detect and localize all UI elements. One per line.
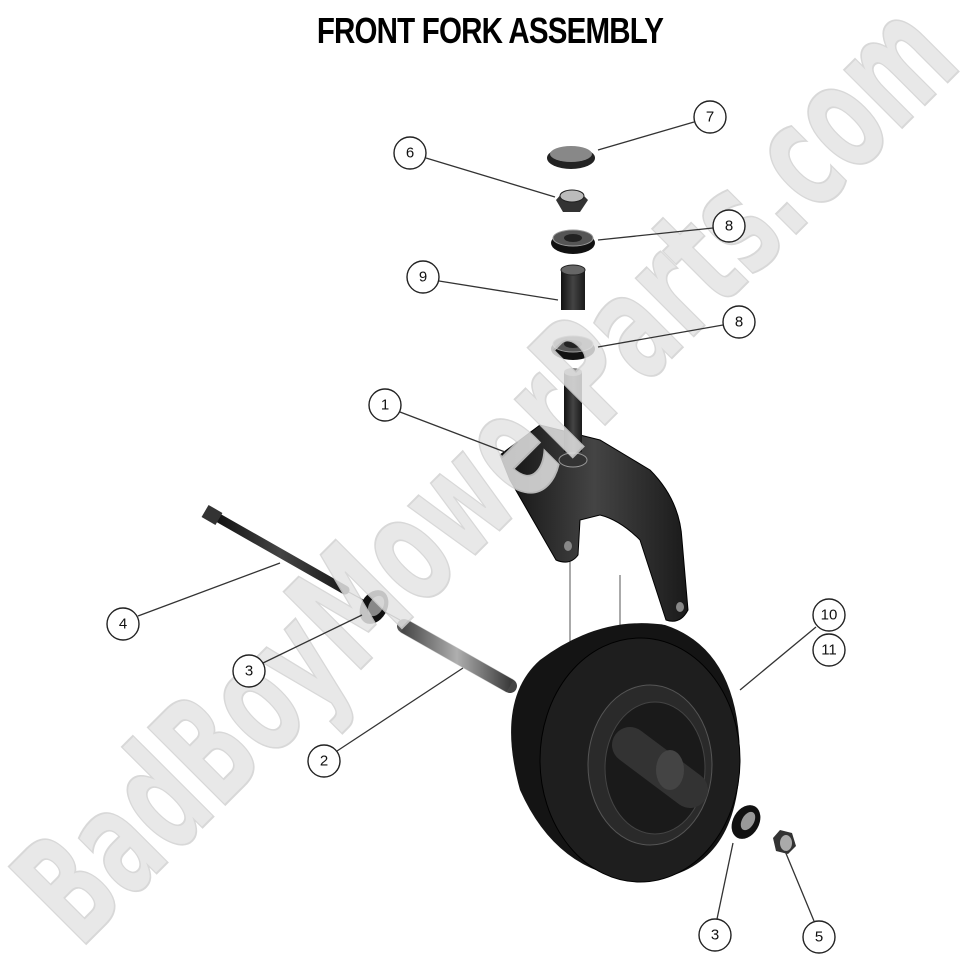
lock-nut-part (556, 189, 588, 212)
svg-text:2: 2 (320, 753, 328, 770)
bearing-upper-part (551, 229, 595, 254)
callout-8-upper: 8 (712, 209, 746, 243)
bearing-left-part (359, 590, 389, 624)
svg-text:4: 4 (119, 616, 127, 633)
svg-text:10: 10 (821, 607, 838, 624)
axle-sleeve-part (397, 619, 517, 693)
callout-7: 7 (693, 100, 727, 134)
callout-8-lower: 8 (722, 305, 756, 339)
svg-text:3: 3 (245, 663, 253, 680)
leader-lines (137, 121, 817, 922)
svg-text:9: 9 (419, 269, 427, 286)
callout-5: 5 (802, 920, 836, 954)
page-title: FRONT FORK ASSEMBLY (316, 10, 664, 51)
callout-3-right: 3 (698, 918, 732, 952)
svg-text:5: 5 (815, 929, 823, 946)
spacer-part (560, 264, 586, 310)
callout-6: 6 (393, 136, 427, 170)
svg-text:8: 8 (725, 218, 733, 235)
callout-10: 10 (812, 598, 846, 632)
bearing-right-part (731, 805, 761, 839)
bearing-lower-part (551, 335, 595, 360)
nut-part (773, 830, 796, 854)
svg-text:7: 7 (706, 109, 714, 126)
callout-11: 11 (812, 633, 846, 667)
callout-1: 1 (368, 388, 402, 422)
fork-part (499, 368, 689, 622)
svg-text:3: 3 (711, 927, 719, 944)
svg-text:6: 6 (406, 145, 414, 162)
svg-text:11: 11 (821, 642, 837, 659)
callout-3-left: 3 (232, 654, 266, 688)
svg-text:8: 8 (735, 314, 743, 331)
callout-2: 2 (307, 744, 341, 778)
wheel-tire-part (511, 623, 741, 883)
callout-4: 4 (106, 607, 140, 641)
svg-text:1: 1 (381, 397, 389, 414)
bolt-part (201, 504, 350, 595)
callout-9: 9 (406, 260, 440, 294)
cap-part (547, 146, 595, 169)
